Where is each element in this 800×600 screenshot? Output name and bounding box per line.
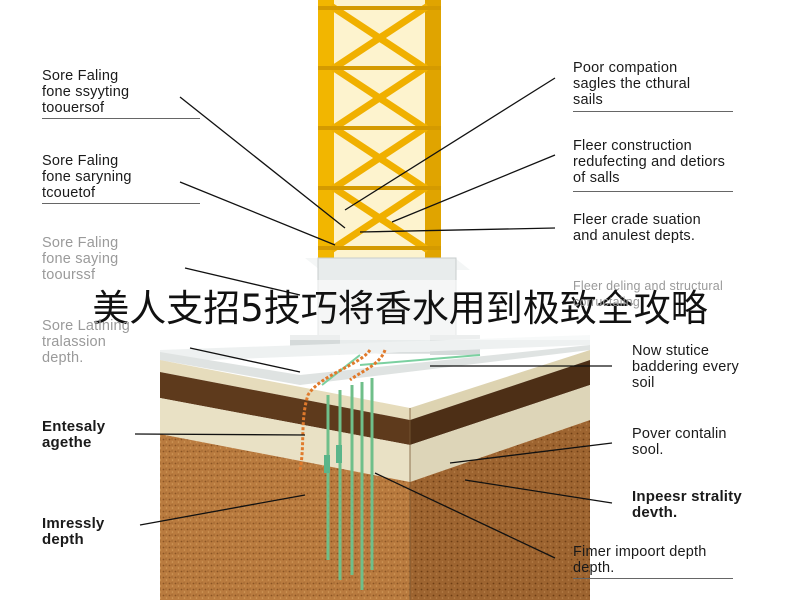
left-label-2: Sore Faling fone saryning tcouetof: [42, 153, 132, 201]
pile-markers: [324, 445, 342, 473]
soil-layers: [160, 350, 590, 600]
right-label-8-underline: [573, 578, 733, 579]
left-label-3: Sore Faling fone saying toourssf: [42, 235, 119, 283]
right-label-3: Fleer crade suation and anulest depts.: [573, 212, 701, 244]
foundation-piles: [321, 354, 481, 590]
right-label-4: Fleer deling and structural corructaiing: [573, 279, 723, 309]
right-label-1-underline: [573, 111, 733, 112]
right-label-7: Inpeesr strality devth.: [632, 488, 742, 521]
right-label-2: Fleer construction redufecting and detio…: [573, 138, 726, 186]
right-label-5: Now stutice baddering every soil: [632, 343, 739, 391]
left-label-6: Imressly depth: [42, 515, 105, 548]
right-label-2-underline: [573, 191, 733, 192]
left-label-5: Entesaly agethe: [42, 418, 106, 451]
crane-tower: [318, 0, 441, 258]
right-label-6: Pover contalin sool.: [632, 426, 727, 458]
left-label-2-underline: [42, 203, 200, 204]
left-label-4: Sore Latlning tralassion depth.: [42, 318, 131, 366]
left-label-1-underline: [42, 118, 200, 119]
left-label-1: Sore Faling fone ssyyting toouersof: [42, 68, 130, 116]
title-banner: [0, 280, 800, 340]
right-label-1: Poor compation sagles the cthural sails: [573, 60, 691, 108]
anchor-rebar: [298, 349, 387, 471]
right-label-8: Fimer impoort depth depth.: [573, 544, 707, 576]
